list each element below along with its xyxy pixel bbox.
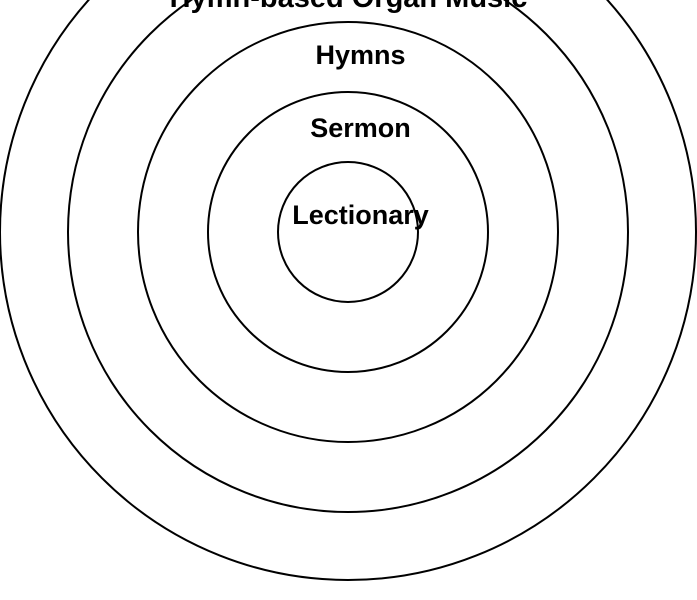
- ring-4: [67, 0, 629, 513]
- ring-3: [137, 21, 559, 443]
- label-sermon: Sermon: [310, 113, 411, 143]
- label-hymns: Hymns: [315, 40, 406, 70]
- ring-2: [207, 91, 489, 373]
- ring-5: [0, 0, 697, 581]
- label-organ-music: Hymn-based Organ Music: [0, 0, 697, 15]
- ring-1: [277, 161, 419, 303]
- label-lectionary: Lectionary: [292, 200, 429, 230]
